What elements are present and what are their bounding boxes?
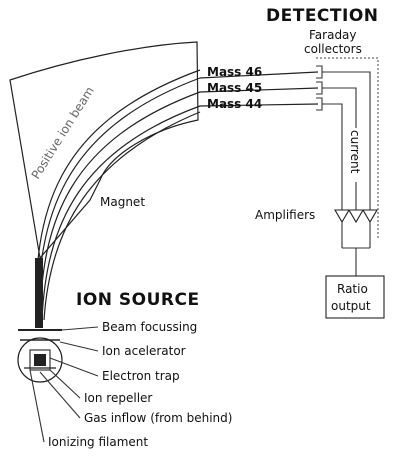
leader-focus (61, 326, 99, 331)
leader-repeller (49, 369, 81, 399)
leader-trap (49, 357, 99, 377)
leader-lines (29, 326, 99, 443)
label-ionizing-filament: Ionizing filament (48, 435, 148, 449)
amplifier-44 (334, 209, 350, 224)
leader-gas (39, 371, 81, 419)
ratio-label-line1: Ratio (337, 282, 368, 296)
amplifier-46 (362, 209, 378, 224)
wire-46 (322, 71, 371, 210)
ratio-output-box (325, 275, 385, 319)
trap-core (34, 354, 46, 366)
detection-frame (316, 57, 379, 240)
current-label-bg (347, 128, 361, 182)
collectors-label-line1: Faraday (309, 28, 357, 42)
amplifiers-label: Amplifiers (255, 208, 315, 222)
magnet-label: Magnet (100, 195, 145, 209)
label-ion-accelerator: Ion acelerator (102, 344, 186, 358)
collectors-label-line2: collectors (304, 42, 362, 56)
amplifier-45 (348, 209, 364, 224)
label-gas-inflow: Gas inflow (from behind) (84, 411, 232, 425)
mass-45-label: Mass 45 (207, 81, 262, 95)
magnet-sector (9, 41, 199, 260)
current-label: current (348, 130, 362, 174)
mass-44-label: Mass 44 (207, 97, 262, 111)
ratio-label-line2: output (331, 299, 371, 313)
amplifier-output-wire (341, 222, 371, 276)
detection-title: DETECTION (266, 6, 379, 26)
beam-mass-45 (39, 87, 319, 321)
ion-source-title: ION SOURCE (76, 290, 200, 310)
mass-46-label: Mass 46 (207, 65, 262, 79)
leader-filament (29, 369, 45, 443)
beam-column (35, 258, 43, 328)
beam-mass-44b (43, 111, 201, 321)
beam-mass-44 (41, 103, 319, 321)
amplifier-triangles (334, 209, 378, 224)
label-electron-trap: Electron trap (102, 369, 180, 383)
label-ion-repeller: Ion repeller (84, 391, 152, 405)
leader-accel (59, 341, 99, 352)
label-beam-focussing: Beam focussing (102, 320, 197, 334)
ion-source (17, 329, 63, 383)
wire-44 (322, 103, 343, 210)
